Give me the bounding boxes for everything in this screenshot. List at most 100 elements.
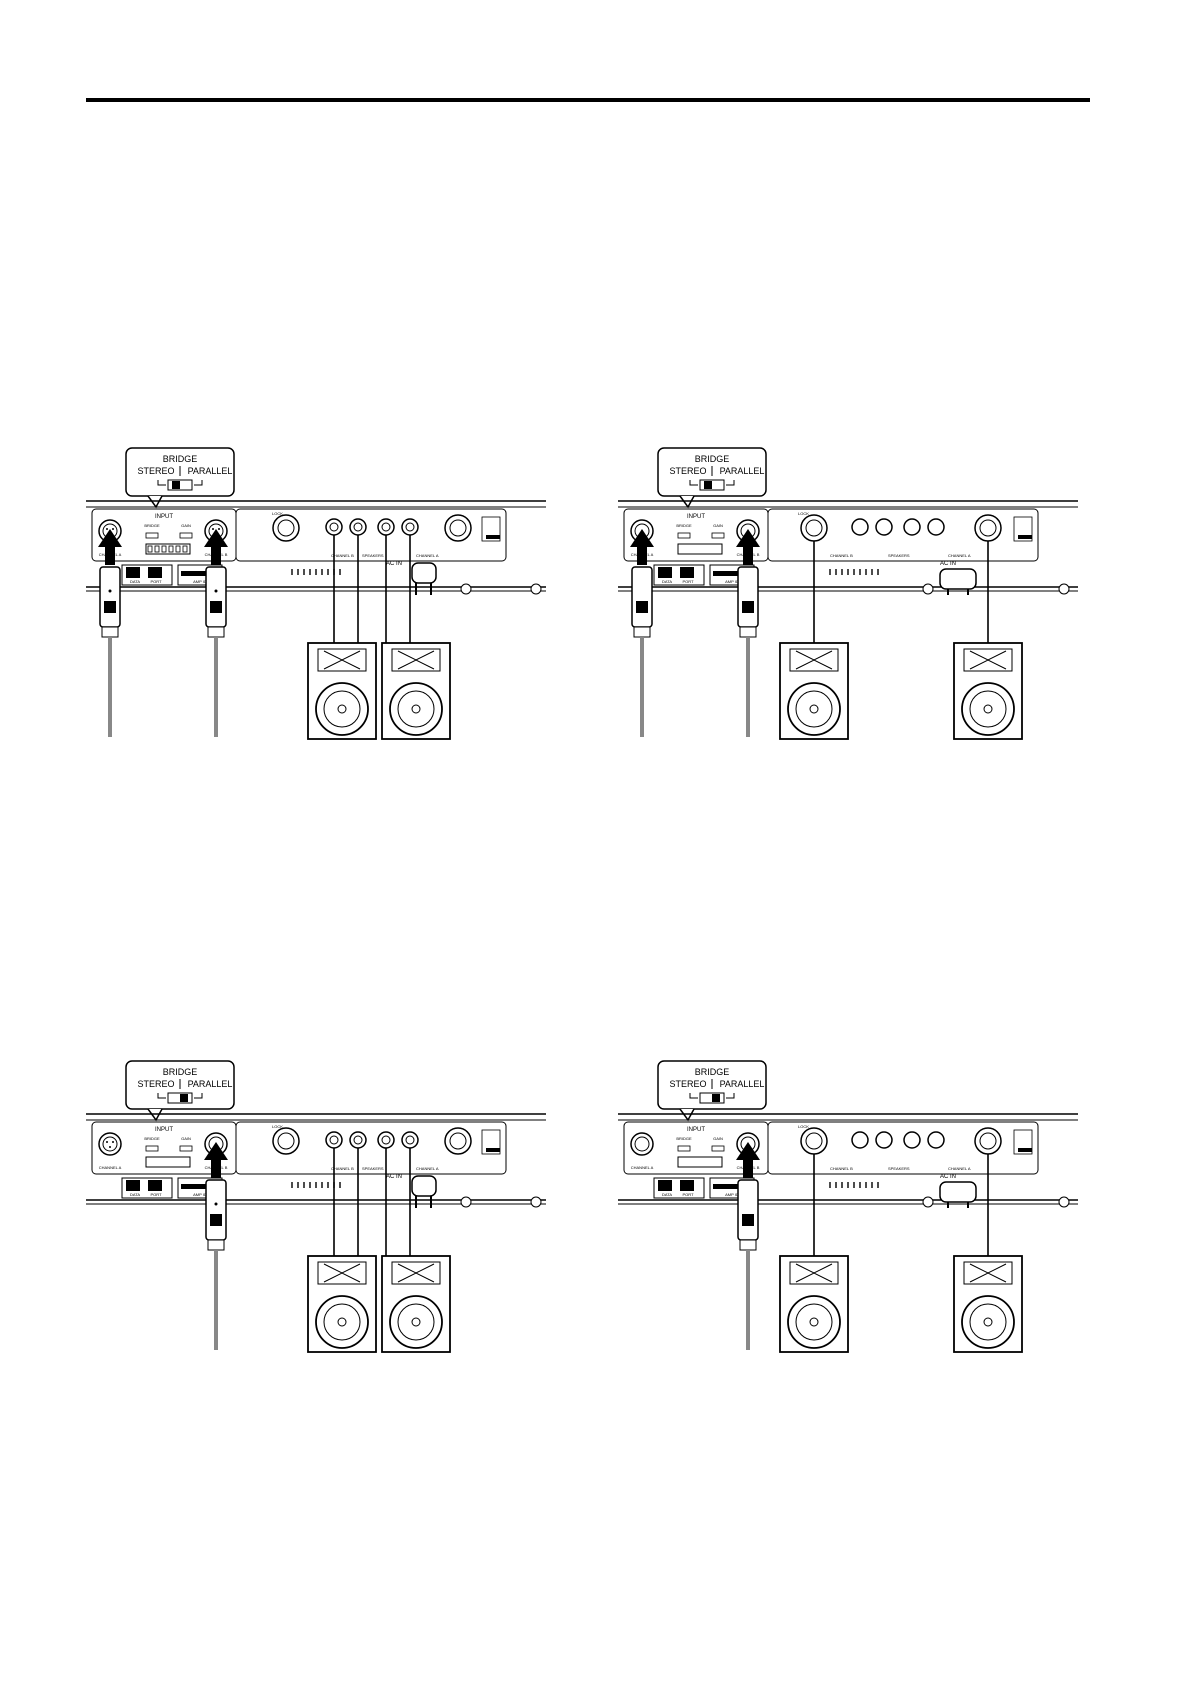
xlr-cable-b	[204, 529, 228, 737]
callout-bridge-label: BRIDGE	[695, 1067, 730, 1077]
svg-text:CHANNEL A: CHANNEL A	[948, 553, 971, 558]
svg-text:AC IN: AC IN	[386, 1174, 402, 1180]
svg-text:AC IN: AC IN	[940, 1174, 956, 1180]
amplifier-rear-panel: INPUT BRIDGE GAIN CHANNEL A CHANNEL B DA…	[618, 500, 1078, 595]
svg-text:BRIDGE: BRIDGE	[144, 1136, 160, 1141]
svg-text:GAIN: GAIN	[181, 523, 191, 528]
svg-text:CHANNEL A: CHANNEL A	[948, 1166, 971, 1171]
bridge-switch-callout: BRIDGE STEREO PARALLEL	[125, 1060, 235, 1122]
svg-text:DATA: DATA	[662, 1192, 672, 1197]
svg-text:AMP ID: AMP ID	[725, 579, 739, 584]
xlr-input-a	[630, 1132, 654, 1156]
binding-posts	[851, 518, 945, 536]
svg-text:BRIDGE: BRIDGE	[676, 1136, 692, 1141]
svg-text:CHANNEL A: CHANNEL A	[416, 553, 439, 558]
svg-text:DATA: DATA	[130, 1192, 140, 1197]
svg-text:SPEAKERS: SPEAKERS	[362, 553, 384, 558]
speaker-left	[307, 642, 377, 740]
xlr-cable-b	[736, 529, 760, 737]
svg-text:INPUT: INPUT	[687, 1127, 705, 1133]
xlr-cable-a	[98, 529, 122, 737]
svg-text:AC IN: AC IN	[386, 561, 402, 567]
svg-text:DATA: DATA	[662, 579, 672, 584]
svg-text:CHANNEL B: CHANNEL B	[331, 553, 354, 558]
callout-bridge-label: BRIDGE	[695, 454, 730, 464]
svg-text:SPEAKERS: SPEAKERS	[888, 553, 910, 558]
amplifier-rear-panel: INPUT BRIDGE GAIN CHANNEL A CHANNEL B DA…	[86, 1113, 546, 1208]
svg-text:GAIN: GAIN	[181, 1136, 191, 1141]
svg-text:CHANNEL A: CHANNEL A	[416, 1166, 439, 1171]
svg-text:PORT: PORT	[150, 1192, 162, 1197]
speakon-output-a	[444, 1127, 472, 1155]
speaker-right	[953, 1255, 1023, 1353]
callout-stereo-label: STEREO	[669, 466, 706, 476]
svg-text:LOCK: LOCK	[272, 511, 283, 516]
svg-text:AMP ID: AMP ID	[193, 579, 207, 584]
speakon-output-b	[800, 1127, 828, 1155]
binding-posts	[851, 1131, 945, 1149]
bridge-switch-callout: BRIDGE STEREO PARALLEL	[657, 447, 767, 509]
callout-switch-knob	[180, 1094, 188, 1102]
speaker-left	[779, 642, 849, 740]
speakon-output-a	[974, 514, 1002, 542]
speaker-right	[953, 642, 1023, 740]
svg-text:PORT: PORT	[682, 579, 694, 584]
speakon-output-a	[974, 1127, 1002, 1155]
speaker-left	[307, 1255, 377, 1353]
figure-parallel-binding: BRIDGE STEREO PARALLEL INPUT BRIDGE GAIN…	[618, 1058, 1078, 1358]
xlr-cable-b	[204, 1142, 228, 1350]
callout-parallel-label: PARALLEL	[188, 466, 233, 476]
figure-stereo-binding: BRIDGE STEREO PARALLEL INPUT BRIDGE GAIN…	[618, 445, 1078, 745]
speaker-right	[381, 642, 451, 740]
svg-text:GAIN: GAIN	[713, 523, 723, 528]
amplifier-rear-panel: INPUT BRIDGE GAIN CHANNEL A CHANNEL B DA…	[618, 1113, 1078, 1208]
callout-switch-knob	[704, 481, 712, 489]
callout-bridge-label: BRIDGE	[163, 454, 198, 464]
svg-text:PORT: PORT	[682, 1192, 694, 1197]
svg-text:LOCK: LOCK	[798, 1124, 809, 1129]
speaker-right	[381, 1255, 451, 1353]
svg-text:CHANNEL A: CHANNEL A	[99, 1165, 122, 1170]
svg-text:INPUT: INPUT	[155, 1127, 173, 1133]
figure-parallel-speakon: BRIDGE STEREO PARALLEL INPUT BRIDGE GAIN…	[86, 1058, 546, 1358]
svg-text:AMP ID: AMP ID	[725, 1192, 739, 1197]
xlr-cable-b	[736, 1142, 760, 1350]
speakon-output-a	[444, 514, 472, 542]
svg-text:CHANNEL A: CHANNEL A	[631, 1165, 654, 1170]
callout-parallel-label: PARALLEL	[720, 466, 765, 476]
callout-bridge-label: BRIDGE	[163, 1067, 198, 1077]
bridge-switch-callout: BRIDGE STEREO PARALLEL	[125, 447, 235, 509]
callout-parallel-label: PARALLEL	[188, 1079, 233, 1089]
speakon-output-b	[272, 514, 300, 542]
svg-text:GAIN: GAIN	[713, 1136, 723, 1141]
xlr-input-a	[98, 1132, 122, 1156]
callout-stereo-label: STEREO	[669, 1079, 706, 1089]
svg-text:PORT: PORT	[150, 579, 162, 584]
svg-text:CHANNEL B: CHANNEL B	[830, 1166, 853, 1171]
svg-text:BRIDGE: BRIDGE	[144, 523, 160, 528]
svg-text:CHANNEL B: CHANNEL B	[830, 553, 853, 558]
figure-stereo-speakon: BRIDGE STEREO PARALLEL INPUT BRIDGE GAIN	[86, 445, 546, 745]
svg-text:AMP ID: AMP ID	[193, 1192, 207, 1197]
callout-switch-knob	[172, 481, 180, 489]
speaker-left	[779, 1255, 849, 1353]
svg-text:DATA: DATA	[130, 579, 140, 584]
svg-text:LOCK: LOCK	[798, 511, 809, 516]
callout-switch-knob	[712, 1094, 720, 1102]
callout-stereo-label: STEREO	[137, 466, 174, 476]
input-label: INPUT	[155, 514, 173, 520]
speakon-output-b	[800, 514, 828, 542]
svg-text:CHANNEL B: CHANNEL B	[331, 1166, 354, 1171]
bridge-switch-callout: BRIDGE STEREO PARALLEL	[657, 1060, 767, 1122]
svg-text:LOCK: LOCK	[272, 1124, 283, 1129]
svg-text:SPEAKERS: SPEAKERS	[888, 1166, 910, 1171]
svg-text:INPUT: INPUT	[687, 514, 705, 520]
svg-text:BRIDGE: BRIDGE	[676, 523, 692, 528]
callout-parallel-label: PARALLEL	[720, 1079, 765, 1089]
speakon-output-b	[272, 1127, 300, 1155]
xlr-cable-a	[630, 529, 654, 737]
amplifier-rear-panel: INPUT BRIDGE GAIN CHANNEL A CHANNEL B DA…	[86, 500, 546, 595]
top-rule	[86, 98, 1090, 102]
svg-text:SPEAKERS: SPEAKERS	[362, 1166, 384, 1171]
callout-stereo-label: STEREO	[137, 1079, 174, 1089]
